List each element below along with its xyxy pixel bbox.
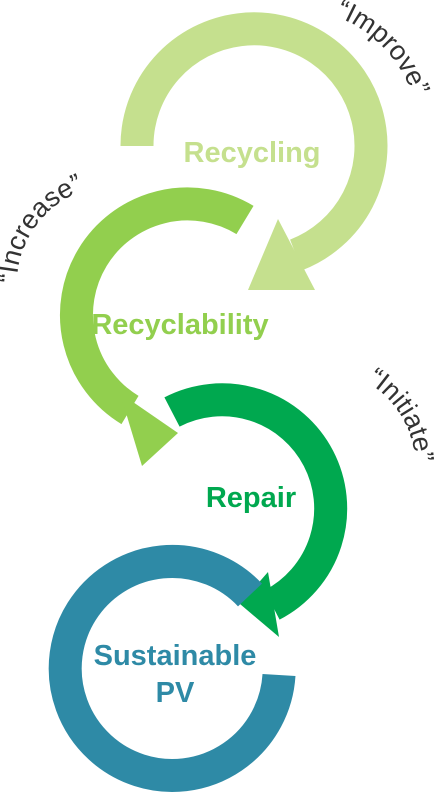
sustainable-label: Sustainable [94,640,257,672]
recyclability-arrowhead [120,393,178,466]
recyclability-label: Recyclability [91,309,268,341]
recycling-arrowhead [248,219,315,290]
initiate-quote: “Initiate” [364,362,435,463]
repair-arrowhead [240,572,279,637]
repair-arrow [164,383,348,637]
sustainable-pv-arc [48,544,296,792]
recycling-arc [120,12,388,271]
initiate-quote-text: “Initiate” [364,362,435,463]
recyclability-arrow [59,187,254,466]
sustainable-pv-ring [48,544,296,792]
pv-label: PV [156,677,195,709]
repair-label: Repair [206,482,296,514]
repair-arc [164,383,348,620]
recycling-arrow [120,12,388,290]
recycling-label: Recycling [184,137,321,169]
recyclability-arc [59,187,254,425]
